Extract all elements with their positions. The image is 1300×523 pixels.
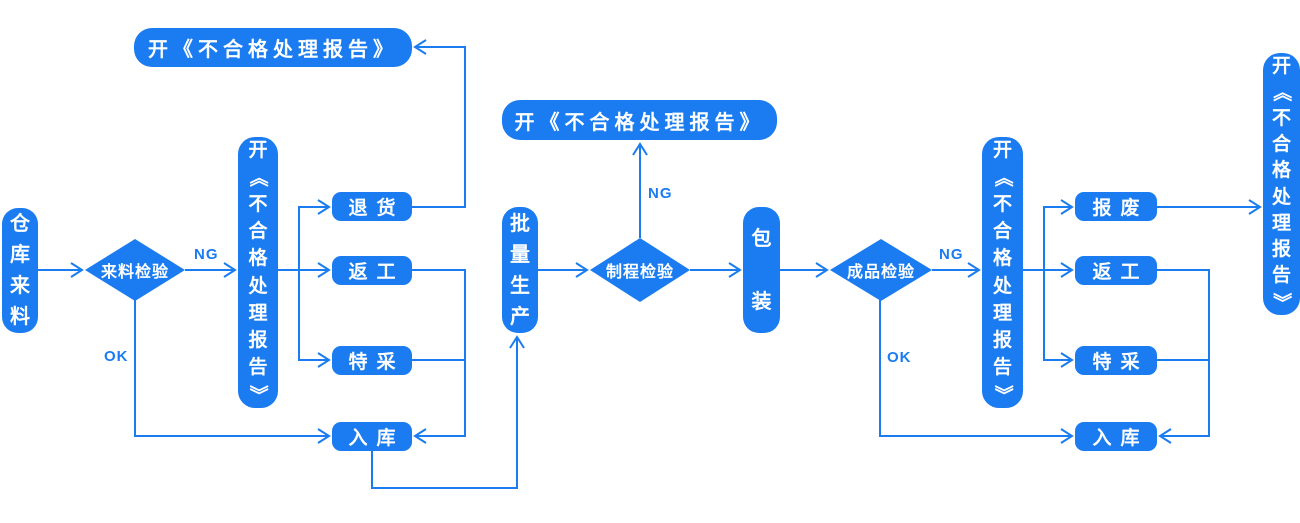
node-special-accept-right: 特采 bbox=[1075, 346, 1157, 375]
node-rework-left: 返工 bbox=[332, 256, 412, 285]
edge-report1-to-special1 bbox=[298, 270, 331, 368]
node-special-accept-left: 特采 bbox=[332, 346, 412, 375]
node-batch-production: 批量生产 bbox=[502, 207, 538, 333]
edge-storage1-to-batch bbox=[371, 335, 525, 489]
node-ng-report-top-left: 开《不合格处理报告》 bbox=[134, 28, 412, 67]
label-ng-incoming: NG bbox=[194, 246, 219, 263]
node-return-goods: 退货 bbox=[332, 192, 412, 221]
label-ng-final: NG bbox=[939, 246, 964, 263]
node-ng-report-right: 开《不合格处理报告》 bbox=[982, 137, 1023, 408]
node-storage-right: 入库 bbox=[1075, 422, 1157, 451]
node-storage-left: 入库 bbox=[332, 422, 412, 451]
edge-rework2-to-storage2 bbox=[1157, 269, 1210, 444]
label-ng-process: NG bbox=[648, 185, 673, 202]
node-rework-right: 返工 bbox=[1075, 256, 1157, 285]
label-ok-final: OK bbox=[887, 349, 912, 366]
edge-report1-to-return bbox=[298, 199, 331, 270]
edge-report2-to-scrap bbox=[1043, 199, 1074, 270]
edge-rework1-to-storage1 bbox=[412, 269, 466, 444]
edge-incoming-ok-to-storage1 bbox=[134, 300, 331, 444]
node-scrap: 报废 bbox=[1075, 192, 1157, 221]
edge-report2-to-special2 bbox=[1043, 270, 1074, 368]
label-ok-incoming: OK bbox=[104, 348, 129, 365]
node-warehouse-incoming: 仓库来料 bbox=[2, 208, 38, 333]
node-packaging: 包装 bbox=[743, 207, 780, 333]
node-ng-report-left: 开《不合格处理报告》 bbox=[238, 137, 278, 408]
edge-return-to-topleft-report bbox=[412, 39, 466, 208]
node-ng-report-far-right: 开《不合格处理报告》 bbox=[1263, 53, 1300, 315]
edge-final-ok-to-storage2 bbox=[879, 300, 1074, 444]
node-ng-report-top-center: 开《不合格处理报告》 bbox=[502, 100, 777, 140]
